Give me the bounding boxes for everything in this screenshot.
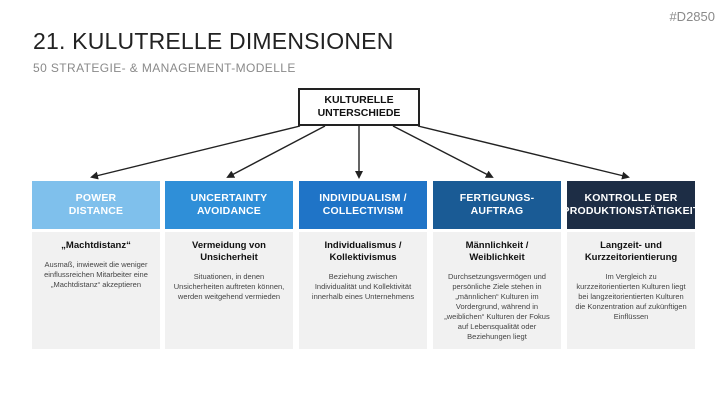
header-line-1: KONTROLLE DER	[584, 192, 678, 204]
header-line-1: INDIVIDUALISM /	[319, 192, 407, 204]
column-subtitle: Männlichkeit / Weiblichkeit	[465, 240, 529, 263]
root-line-2: UNTERSCHIEDE	[317, 107, 401, 119]
root-node-kulturelle-unterschiede: KULTURELLE UNTERSCHIEDE	[298, 88, 420, 126]
page-title: 21. KULUTRELLE DIMENSIONEN	[33, 28, 394, 54]
column-body: Langzeit- und Kurzzeitorientierung Im Ve…	[567, 232, 695, 349]
column-description: Beziehung zwischen Individualität und Ko…	[311, 272, 415, 301]
column-description: Im Vergleich zu kurzzeitorientierten Kul…	[575, 272, 687, 321]
slide-code: #D2850	[669, 9, 715, 24]
header-line-1: FERTIGUNGS-	[459, 192, 535, 204]
column-subtitle: Langzeit- und Kurzzeitorientierung	[584, 240, 678, 263]
page-subtitle: 50 STRATEGIE- & MANAGEMENT-MODELLE	[33, 61, 296, 75]
column-body: Vermeidung von Unsicherheit Situationen,…	[165, 232, 293, 349]
column-subtitle: Individualismus / Kollektivismus	[324, 240, 402, 263]
column-description: Durchsetzungsvermögen und persönliche Zi…	[444, 272, 550, 341]
column-header: FERTIGUNGS-AUFTRAG	[433, 181, 561, 229]
header-line-2: PRODUKTIONSTÄTIGKEIT	[562, 205, 700, 217]
header-line-1: POWER	[75, 192, 117, 204]
arrow-to-uncertainty-avoidance	[226, 125, 326, 178]
arrow-to-fertigungsauftrag	[392, 125, 494, 178]
arrow-to-kontrolle	[417, 125, 630, 180]
column-subtitle: Vermeidung von Unsicherheit	[192, 240, 266, 263]
column-body: Individualismus / Kollektivismus Beziehu…	[299, 232, 427, 349]
column-subtitle: „Machtdistanz“	[61, 240, 131, 251]
column-individualism-collectivism: INDIVIDUALISM /COLLECTIVISM Individualis…	[299, 181, 427, 349]
root-line-1: KULTURELLE	[324, 94, 394, 106]
header-line-2: COLLECTIVISM	[322, 205, 404, 217]
arrow-to-power-distance	[90, 125, 301, 180]
column-header: INDIVIDUALISM /COLLECTIVISM	[299, 181, 427, 229]
header-line-2: AVOIDANCE	[196, 205, 261, 217]
column-fertigungsauftrag: FERTIGUNGS-AUFTRAG Männlichkeit / Weibli…	[433, 181, 561, 349]
header-line-2: DISTANCE	[68, 205, 124, 217]
column-description: Situationen, in denen Unsicherheiten auf…	[173, 272, 285, 301]
column-body: Männlichkeit / Weiblichkeit Durchsetzung…	[433, 232, 561, 349]
column-body: „Machtdistanz“ Ausmaß, inwieweit die wen…	[32, 232, 160, 349]
header-line-1: UNCERTAINTY	[190, 192, 268, 204]
column-description: Ausmaß, inwieweit die weniger einflussre…	[44, 260, 148, 289]
header-line-2: AUFTRAG	[470, 205, 524, 217]
